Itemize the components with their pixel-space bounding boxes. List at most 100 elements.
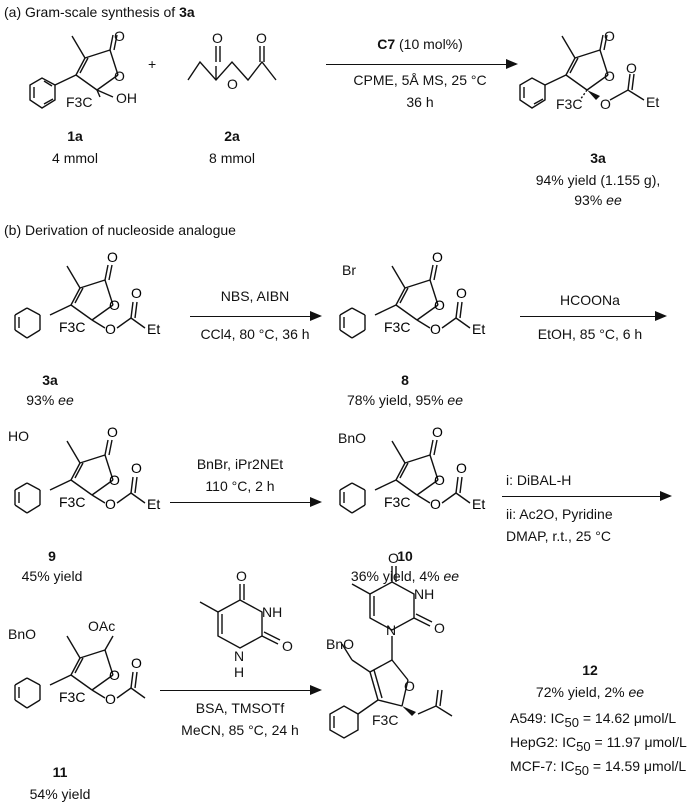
atom-o: O	[105, 321, 116, 337]
bond	[79, 454, 106, 464]
compound-label-10: 10	[397, 548, 413, 564]
bond	[399, 462, 409, 479]
atom-et: Et	[147, 496, 160, 512]
bond	[66, 635, 81, 659]
atom-o: O	[114, 68, 125, 84]
bond	[374, 304, 397, 316]
atom-o: O	[600, 96, 611, 112]
atom-et: Et	[472, 321, 485, 337]
bond	[429, 279, 439, 306]
atom-bno: BnO	[326, 636, 355, 652]
bond	[130, 301, 134, 319]
bond	[351, 329, 366, 339]
atom-o: O	[430, 496, 441, 512]
bond	[130, 671, 134, 689]
bond	[130, 476, 134, 494]
atom-o: O	[212, 30, 223, 46]
atom-o: O	[131, 460, 142, 476]
bond	[351, 307, 366, 316]
ic50-mcf7: MCF-7: IC50 = 14.59 μmol/L	[510, 758, 687, 778]
bond	[416, 479, 439, 496]
atom-o: O	[388, 550, 399, 566]
bond	[26, 504, 41, 514]
bond	[130, 317, 146, 329]
reaction-arrow-step4	[502, 491, 672, 501]
note-10: 36% yield, 4% ee	[350, 568, 460, 584]
ic50-a549: A549: IC50 = 14.62 μmol/L	[510, 710, 677, 730]
bond	[14, 307, 28, 316]
atom-o: O	[109, 297, 120, 313]
bond	[14, 504, 28, 514]
note-3a: 93% ee	[26, 392, 74, 408]
compound-label-2a: 2a	[224, 128, 240, 144]
bond	[416, 319, 431, 329]
yield-3a: 94% yield (1.155 g),	[535, 172, 661, 188]
atom-bno: BnO	[8, 626, 37, 642]
bond	[49, 674, 72, 686]
reaction-arrow-step2	[520, 311, 667, 321]
conditions-a: CPME, 5Å MS, 25 °C	[353, 72, 487, 88]
atom-cf3: F3C	[59, 319, 85, 335]
ic50-hepg2: HepG2: IC50 = 11.97 μmol/L	[510, 734, 687, 754]
atom-o: O	[432, 249, 443, 265]
atom-o: O	[282, 638, 293, 654]
atom-n: N	[386, 622, 397, 638]
atom-o: O	[236, 568, 247, 584]
bond	[26, 307, 41, 316]
atom-o: O	[105, 496, 116, 512]
atom-nh: NH	[262, 604, 283, 620]
compound-label-3a: 3a	[590, 150, 606, 166]
reagents-step2: HCOONa	[560, 292, 620, 308]
bond	[70, 657, 81, 676]
bond	[116, 317, 132, 329]
bond	[395, 304, 418, 321]
atom-o: O	[604, 28, 615, 44]
atom-o: O	[434, 297, 445, 313]
bond	[66, 440, 81, 464]
bond	[416, 494, 431, 504]
bond	[104, 649, 114, 676]
bond	[91, 674, 114, 691]
reagents-step1: NBS, AIBN	[220, 288, 290, 304]
bond	[79, 649, 106, 659]
atom-o: O	[432, 424, 443, 440]
bond	[14, 329, 28, 339]
bond	[70, 287, 81, 306]
reagents-step3: BnBr, iPr2NEt	[196, 456, 284, 472]
bond	[108, 439, 113, 456]
bond	[351, 504, 366, 514]
bond	[395, 479, 418, 496]
compound-label-8: 8	[401, 372, 409, 388]
bond	[433, 264, 438, 281]
amount-1a: 4 mmol	[52, 150, 98, 166]
atom-o: O	[434, 620, 445, 636]
bond	[91, 689, 106, 699]
bond	[339, 482, 353, 491]
bond	[70, 479, 93, 496]
bond	[91, 479, 114, 496]
time-a: 36 h	[406, 94, 434, 110]
bond	[116, 492, 132, 504]
bond	[108, 264, 113, 281]
bond	[134, 301, 138, 319]
atom-oh: OH	[116, 90, 137, 106]
bond	[91, 319, 106, 329]
reaction-arrow-step5	[160, 685, 322, 695]
bond	[351, 482, 366, 491]
catalyst-label: C7 (10 mol%)	[377, 36, 463, 52]
bond	[91, 494, 106, 504]
atom-oac: OAc	[88, 618, 116, 634]
bond	[104, 454, 114, 481]
conditions-step1: CCl4, 80 °C, 36 h	[200, 326, 310, 342]
atom-cf3: F3C	[59, 689, 85, 705]
compound-label-1a: 1a	[67, 128, 83, 144]
atom-nh: NH	[414, 586, 435, 602]
atom-o: O	[107, 424, 118, 440]
bond	[49, 479, 72, 491]
compound-label-3a-b: 3a	[42, 372, 58, 388]
atom-o: O	[404, 678, 415, 694]
bond	[130, 492, 146, 504]
bond	[130, 687, 146, 699]
